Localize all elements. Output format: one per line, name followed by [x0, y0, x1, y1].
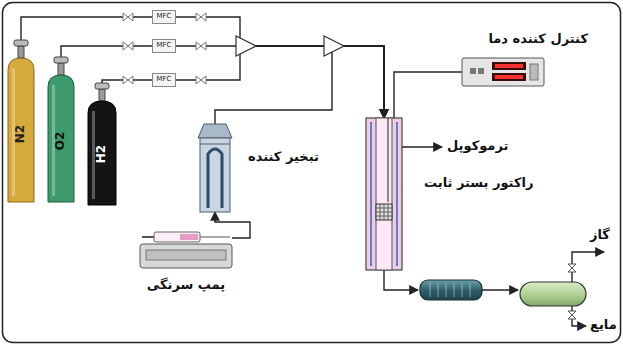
flow-line — [176, 46, 384, 118]
mfc-box: MFC — [152, 73, 176, 87]
valve-symbols — [568, 264, 576, 319]
gas-cylinder: N2 — [8, 40, 34, 202]
callout-label: مایع — [590, 318, 617, 332]
flow-line — [394, 72, 462, 118]
flow-line — [176, 46, 384, 118]
gas-cylinder-outline — [8, 40, 34, 202]
mfc-box: MFC — [152, 39, 176, 53]
node-label: راکتور بستر ثابت — [424, 176, 533, 190]
node-label: کنترل کننده دما — [488, 32, 588, 46]
separator-vessel — [520, 282, 586, 306]
leader-line — [400, 146, 442, 147]
gas-outlet-line — [572, 252, 604, 282]
syringe-pump-outline — [140, 226, 232, 268]
flow-line — [215, 212, 250, 238]
syringe-pump: پمپ سرنگی — [140, 226, 232, 268]
fixed-bed-reactor-outline — [366, 118, 402, 270]
node-label: H2 — [95, 145, 108, 163]
node-label: MFC — [157, 76, 172, 84]
temperature-controller: کنترل کننده دما — [462, 58, 544, 86]
node-label: MFC — [157, 13, 172, 21]
heat-exchanger — [420, 280, 482, 300]
flow-line — [215, 46, 384, 124]
gas-cylinder-outline — [48, 57, 74, 202]
mixer-symbols — [236, 36, 344, 56]
node-label: پمپ سرنگی — [147, 278, 225, 292]
gas-cylinder: H2 — [88, 83, 116, 205]
evaporator: تبخیر کننده — [196, 124, 234, 212]
liquid-outlet-line — [572, 306, 586, 326]
flow-line — [176, 17, 384, 118]
callout-label: گاز — [590, 228, 610, 242]
flow-line — [61, 46, 152, 57]
gas-cylinder: O2 — [48, 57, 74, 202]
node-label: تبخیر کننده — [248, 150, 319, 164]
node-label: N2 — [14, 125, 27, 143]
node-label: MFC — [157, 42, 172, 50]
fixed-bed-reactor: راکتور بستر ثابت — [366, 118, 402, 270]
evaporator-outline — [196, 124, 234, 212]
node-label: O2 — [54, 132, 67, 151]
outlet-line — [384, 270, 418, 290]
temperature-controller-outline — [462, 58, 544, 86]
outlet-line — [482, 289, 518, 290]
gas-cylinder-outline — [88, 83, 116, 205]
frame-border — [3, 3, 621, 343]
mfc-box: MFC — [152, 10, 176, 24]
callout-label: ترموکوپل — [447, 139, 508, 153]
